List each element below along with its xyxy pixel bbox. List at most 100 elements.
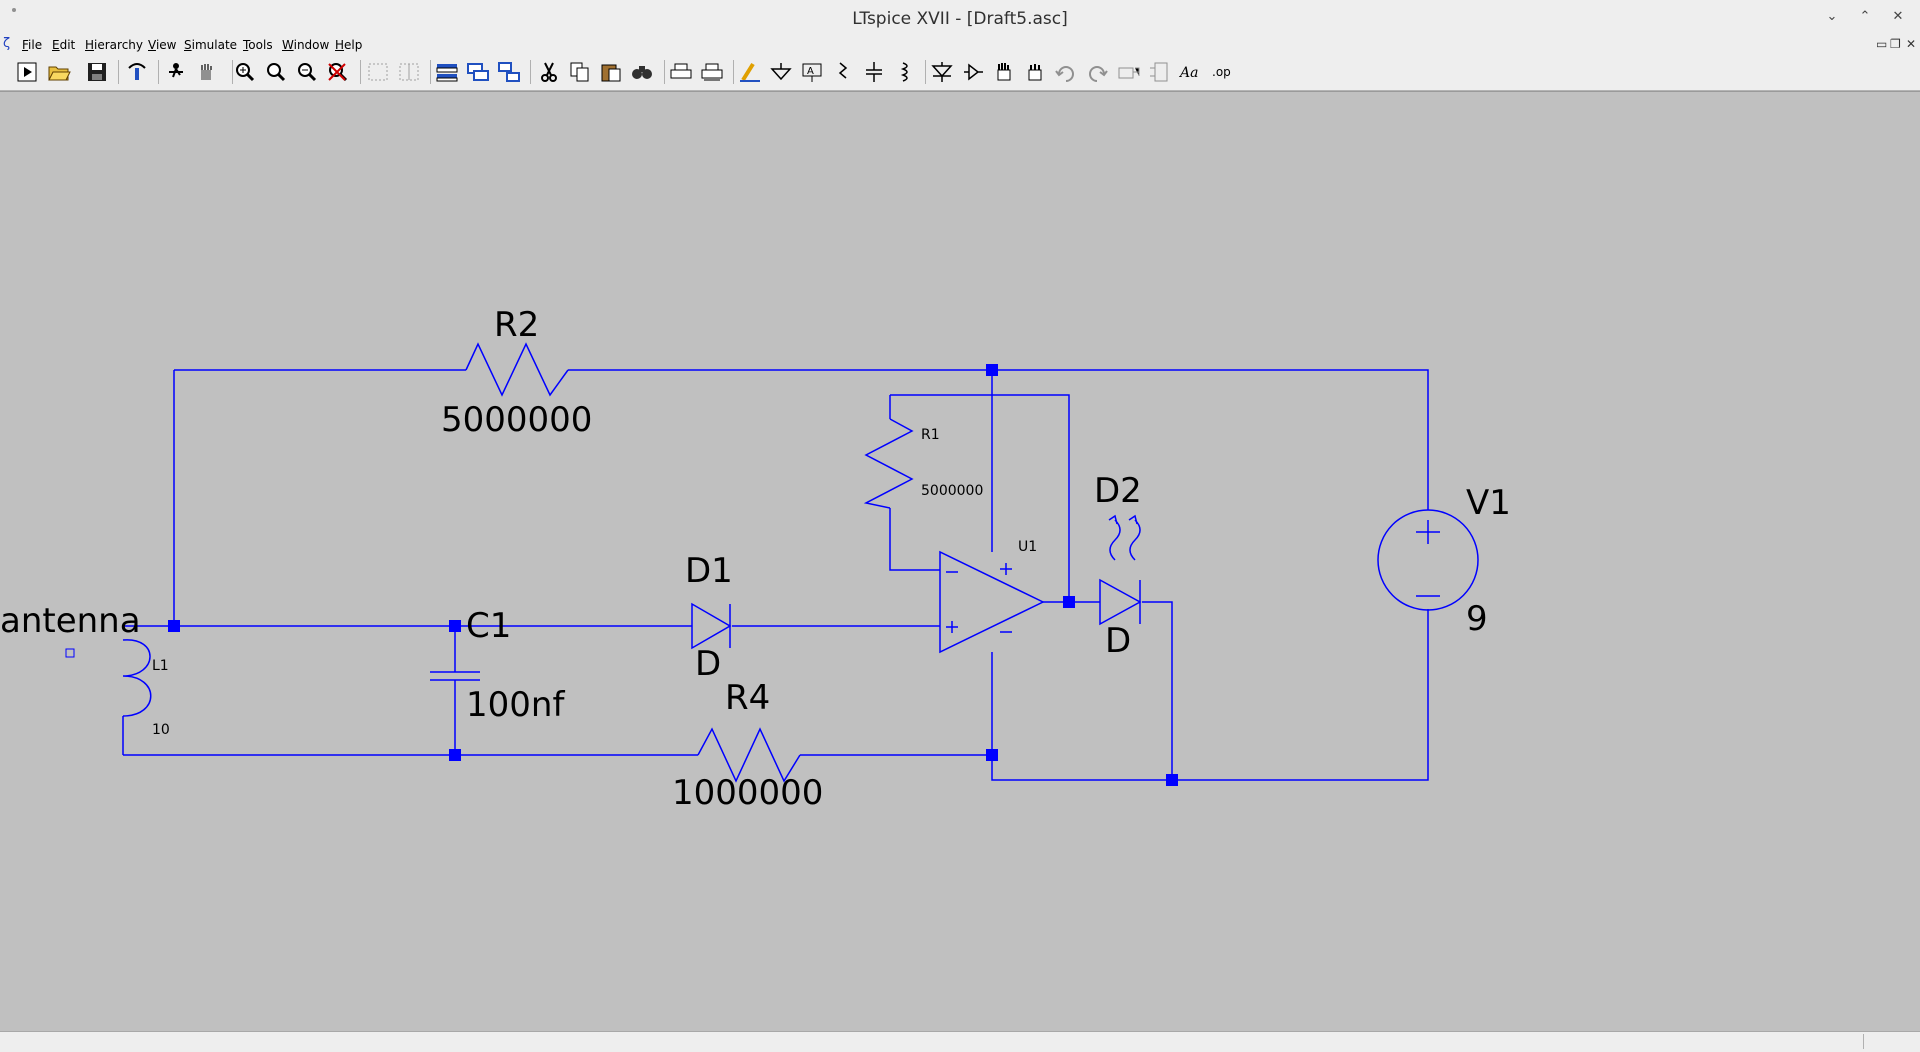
text-icon[interactable]: Aa [1177, 60, 1203, 84]
menu-edit[interactable]: Edit [52, 38, 76, 52]
print-icon[interactable] [668, 60, 694, 84]
tile-horizontal-icon[interactable] [365, 60, 391, 84]
r2-value[interactable]: 5000000 [441, 400, 592, 440]
close-icon[interactable]: ✕ [1892, 9, 1904, 24]
run-icon[interactable] [14, 60, 40, 84]
c1-value[interactable]: 100nf [466, 685, 565, 725]
menu-hierarchy[interactable]: Hierarchy [85, 38, 144, 52]
r4-value[interactable]: 1000000 [672, 773, 823, 813]
v1-name[interactable]: V1 [1466, 483, 1511, 523]
zoom-fit-icon[interactable] [263, 60, 289, 84]
wire [173, 369, 1429, 626]
opamp-u1-symbol [939, 550, 1045, 654]
mdi-close-icon[interactable]: ✕ [1906, 37, 1917, 51]
junction [986, 364, 998, 376]
diode-d2-symbol [1099, 578, 1142, 626]
open-icon[interactable] [46, 60, 72, 84]
zoom-reset-icon[interactable] [325, 60, 351, 84]
spice-directive-icon[interactable]: .op [1208, 60, 1234, 84]
svg-text:.op: .op [1212, 65, 1231, 79]
mirror-icon[interactable] [1146, 60, 1172, 84]
rotate-icon[interactable] [1115, 60, 1141, 84]
source-plus [1416, 520, 1440, 544]
c1-name[interactable]: C1 [466, 606, 511, 646]
arrange-icon[interactable] [496, 60, 522, 84]
mdi-restore-icon[interactable]: ❐ [1890, 37, 1901, 51]
close-windows-icon[interactable] [465, 60, 491, 84]
capacitor-icon[interactable] [861, 60, 887, 84]
status-bar [0, 1031, 1920, 1052]
minimize-icon[interactable]: ⌄ [1826, 9, 1838, 24]
junction [449, 749, 461, 761]
l1-name[interactable]: L1 [152, 658, 169, 674]
inductor-icon[interactable] [892, 60, 918, 84]
menu-tools[interactable]: Tools [243, 38, 273, 52]
d1-value[interactable]: D [695, 644, 721, 684]
zoom-out-icon[interactable] [294, 60, 320, 84]
d2-value[interactable]: D [1105, 621, 1131, 661]
net-label-antenna[interactable]: antenna [0, 601, 141, 641]
pan-icon[interactable] [193, 60, 219, 84]
r4-name[interactable]: R4 [725, 678, 770, 718]
paste-icon[interactable] [598, 60, 624, 84]
maximize-icon[interactable]: ⌃ [1859, 9, 1871, 24]
resistor-r1-symbol [863, 418, 914, 509]
copy-icon[interactable] [567, 60, 593, 84]
led-arrows [1108, 514, 1141, 561]
junction [168, 620, 180, 632]
tile-vertical-icon[interactable] [396, 60, 422, 84]
cascade-icon[interactable] [434, 60, 460, 84]
find-icon[interactable] [629, 60, 655, 84]
toolbar: A Aa .op [0, 54, 1920, 91]
undo-icon[interactable] [1053, 60, 1079, 84]
window-title: LTspice XVII - [Draft5.asc] [852, 9, 1068, 29]
mdi-minimize-icon[interactable]: ▭ [1876, 37, 1888, 51]
save-icon[interactable] [84, 60, 110, 84]
menu-window[interactable]: Window [282, 38, 330, 52]
status-pane [1863, 1034, 1920, 1049]
wire [889, 394, 1070, 602]
d2-name[interactable]: D2 [1094, 471, 1142, 511]
v1-value[interactable]: 9 [1466, 599, 1488, 639]
move-icon[interactable] [991, 60, 1017, 84]
capacitor-c1-symbol [430, 671, 480, 681]
d1-name[interactable]: D1 [685, 551, 733, 591]
svg-text:Aa: Aa [1178, 65, 1198, 81]
menu-help[interactable]: Help [335, 38, 363, 52]
title-bar: LTspice XVII - [Draft5.asc] ⌄ ⌃ ✕ [0, 0, 1920, 37]
redo-icon[interactable] [1084, 60, 1110, 84]
draw-wire-icon[interactable] [737, 60, 763, 84]
junction [986, 749, 998, 761]
component-icon[interactable] [960, 60, 986, 84]
drag-icon[interactable] [1022, 60, 1048, 84]
ground-icon[interactable] [768, 60, 794, 84]
menu-simulate[interactable]: Simulate [184, 38, 238, 52]
r2-name[interactable]: R2 [494, 305, 539, 345]
diode-icon[interactable] [929, 60, 955, 84]
label-net-icon[interactable]: A [799, 60, 825, 84]
autorange-icon[interactable] [163, 60, 189, 84]
net-label-anchor [65, 648, 75, 658]
opamp-pin-marks [946, 563, 1012, 633]
control-panel-icon[interactable] [124, 60, 150, 84]
menu-view[interactable]: View [148, 38, 177, 52]
app-icon[interactable]: ζ [3, 36, 11, 51]
resistor-icon[interactable] [830, 60, 856, 84]
voltage-source-v1-symbol [1377, 509, 1479, 611]
wire [991, 370, 1429, 781]
menu-file[interactable]: File [22, 38, 43, 52]
l1-value[interactable]: 10 [152, 722, 170, 738]
r1-value[interactable]: 5000000 [921, 483, 983, 499]
cut-icon[interactable] [536, 60, 562, 84]
window-menu-icon[interactable] [12, 8, 16, 12]
inductor-l1-symbol [122, 639, 152, 717]
junction [449, 620, 461, 632]
u1-name[interactable]: U1 [1018, 539, 1037, 555]
print-preview-icon[interactable] [699, 60, 725, 84]
diode-d1-symbol [691, 602, 732, 650]
svg-text:A: A [807, 66, 814, 77]
zoom-in-icon[interactable] [232, 60, 258, 84]
junction [1063, 596, 1075, 608]
r1-name[interactable]: R1 [921, 427, 940, 443]
schematic-canvas[interactable]: R2 5000000 R1 5000000 U1 D1 D D2 D C1 10… [0, 91, 1920, 1032]
